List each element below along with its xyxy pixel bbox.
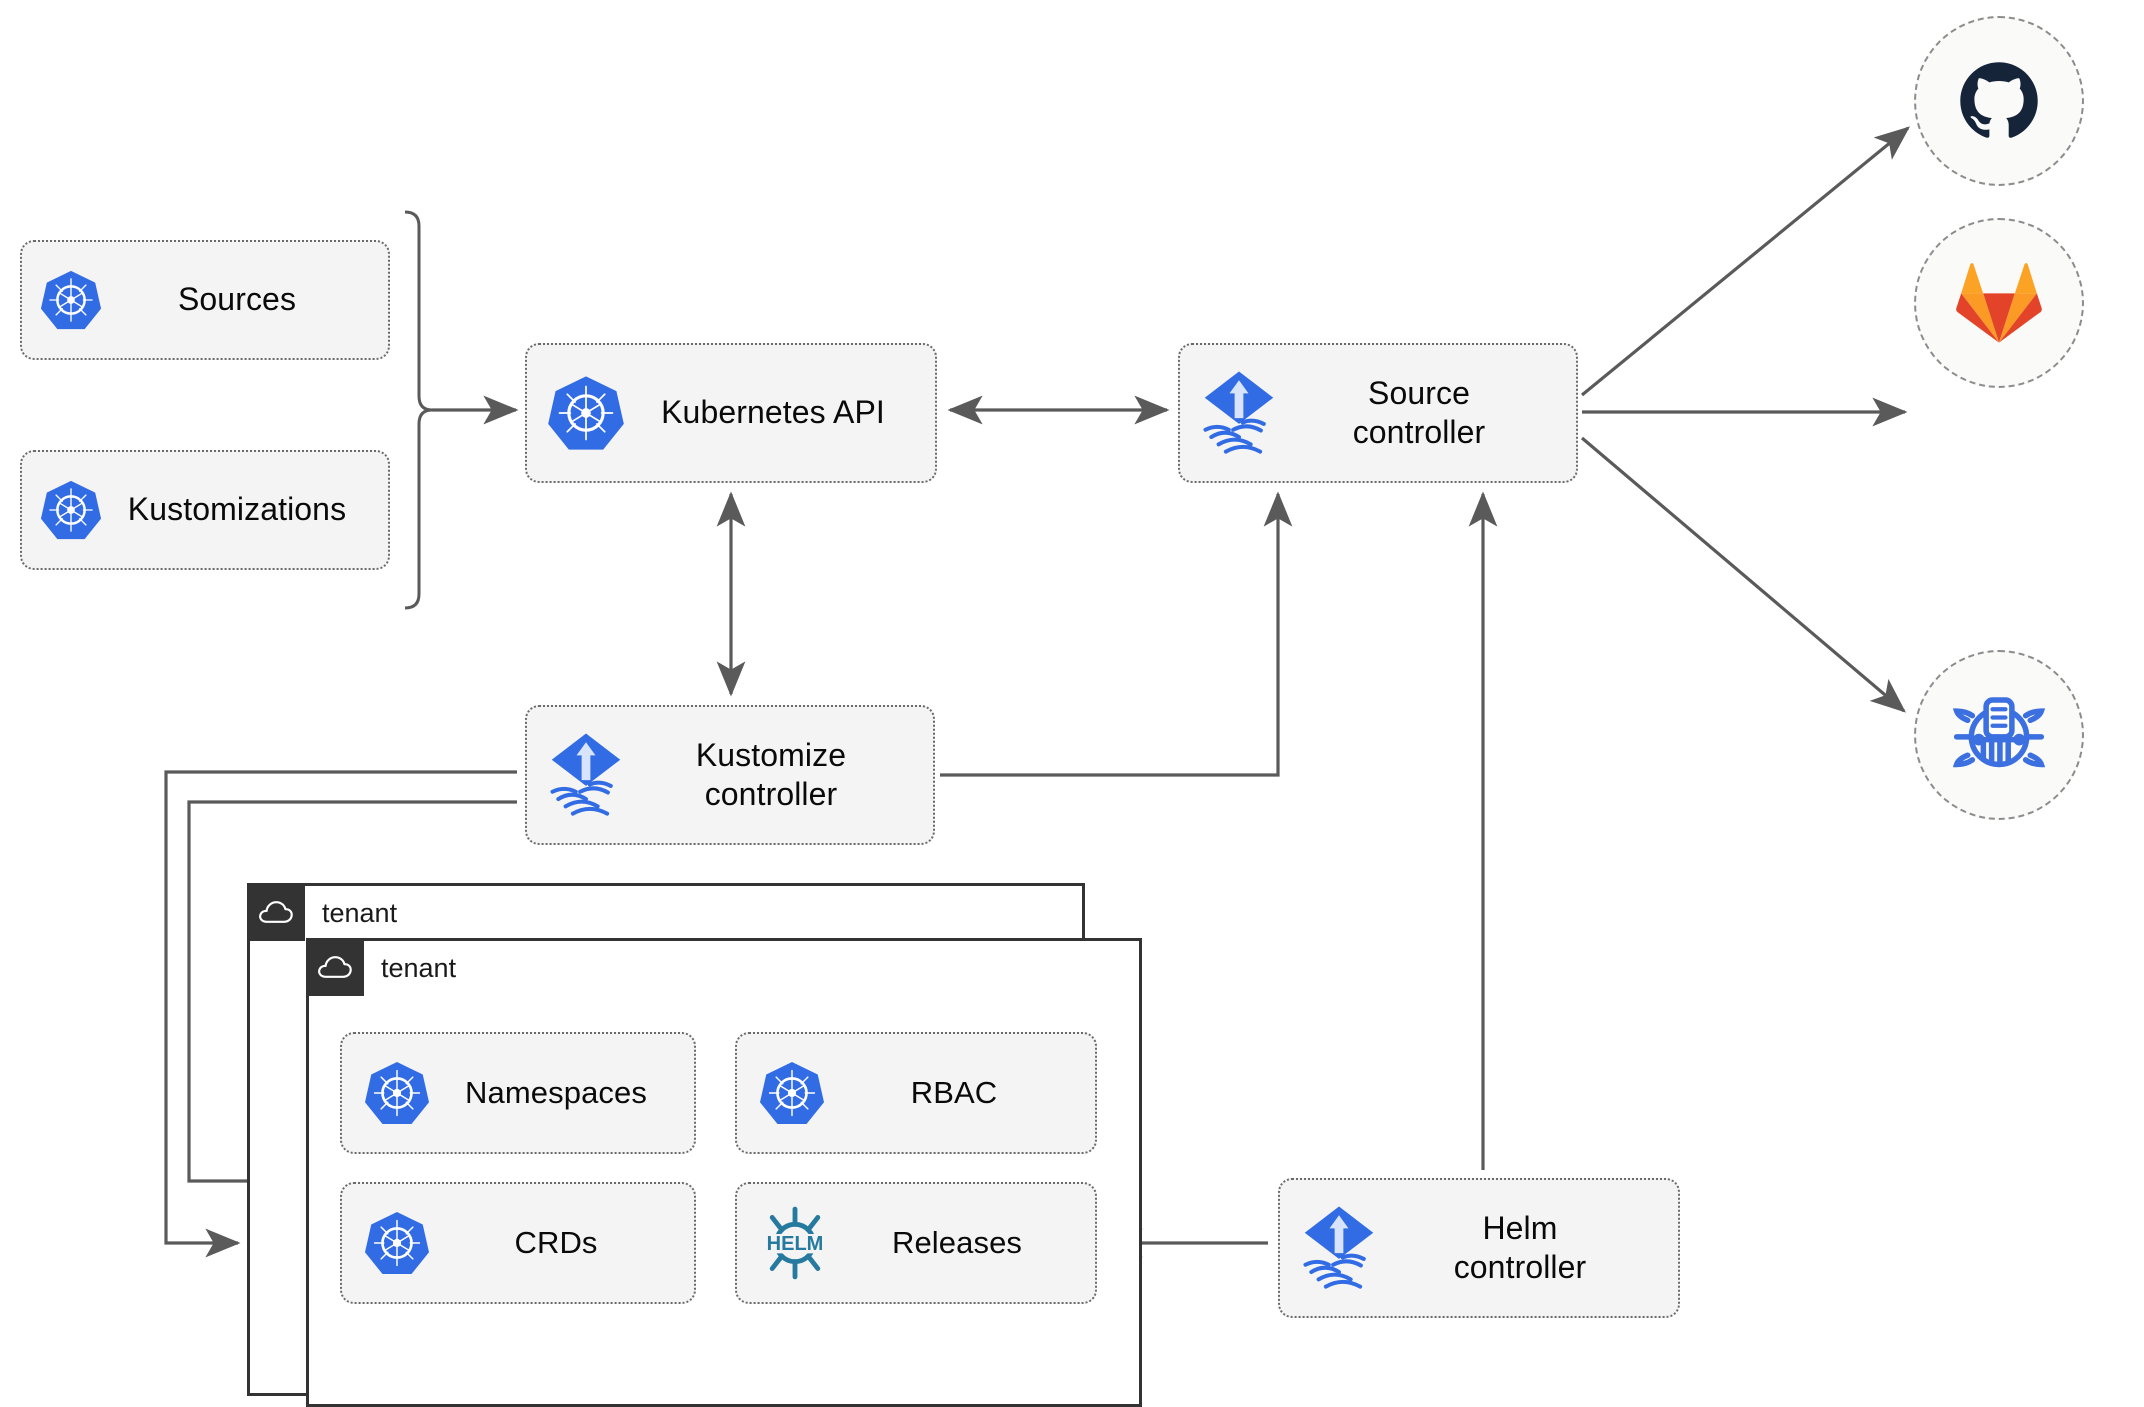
node-label: CRDs	[514, 1225, 598, 1261]
kubernetes-icon	[759, 1060, 825, 1126]
tenant-label: tenant	[322, 898, 398, 928]
endpoint-github[interactable]	[1914, 16, 2084, 186]
node-helm-controller[interactable]: Helm controller	[1278, 1178, 1680, 1318]
node-crds[interactable]: CRDs	[340, 1182, 696, 1304]
flux-icon	[1302, 1205, 1376, 1291]
endpoint-helm-repository[interactable]	[1914, 650, 2084, 820]
kubernetes-icon	[40, 479, 102, 541]
node-label: Kustomize controller	[695, 736, 847, 812]
kubernetes-icon	[364, 1060, 430, 1126]
kubernetes-icon	[547, 374, 625, 452]
node-label: Namespaces	[465, 1075, 647, 1111]
node-label: RBAC	[910, 1075, 998, 1111]
node-label: Kustomizations	[127, 491, 347, 528]
node-source-controller[interactable]: Source controller	[1178, 343, 1578, 483]
kubernetes-icon	[40, 269, 102, 331]
node-label: Kubernetes API	[661, 394, 885, 431]
github-icon	[1955, 57, 2043, 145]
node-label: Releases	[891, 1225, 1023, 1261]
cloud-icon	[306, 938, 364, 996]
node-sources[interactable]: Sources	[20, 240, 390, 360]
node-label: Sources	[177, 281, 297, 318]
node-releases[interactable]: HELM Releases	[735, 1182, 1097, 1304]
helm-wordmark: HELM	[767, 1233, 824, 1255]
gitlab-icon	[1955, 261, 2043, 345]
node-rbac[interactable]: RBAC	[735, 1032, 1097, 1154]
tenant-label: tenant	[381, 953, 457, 983]
node-kubernetes-api[interactable]: Kubernetes API	[525, 343, 937, 483]
node-label: Helm controller	[1453, 1209, 1587, 1285]
endpoint-gitlab[interactable]	[1914, 218, 2084, 388]
helm-repository-icon	[1953, 689, 2045, 781]
flux-icon	[549, 732, 623, 818]
node-kustomize-controller[interactable]: Kustomize controller	[525, 705, 935, 845]
node-namespaces[interactable]: Namespaces	[340, 1032, 696, 1154]
flux-icon	[1202, 370, 1276, 456]
node-label: Source controller	[1352, 374, 1486, 450]
helm-icon: HELM	[759, 1205, 831, 1281]
kubernetes-icon	[364, 1210, 430, 1276]
cloud-icon	[247, 883, 305, 941]
node-kustomizations[interactable]: Kustomizations	[20, 450, 390, 570]
tenant-container-inner: tenant	[306, 938, 1142, 1407]
